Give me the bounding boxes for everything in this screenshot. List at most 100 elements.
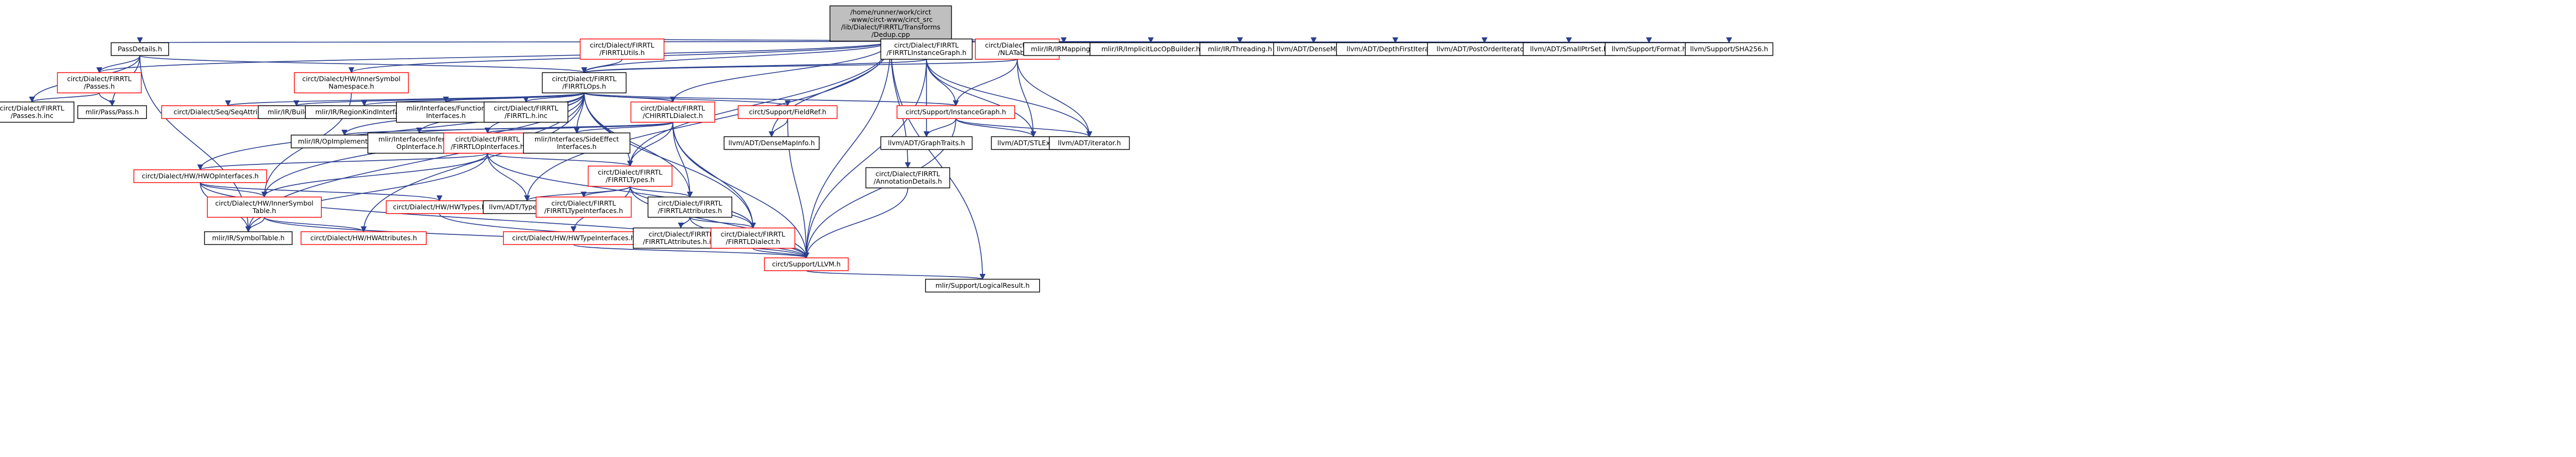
node-label: mlir/IR/IRMapping.h	[1031, 45, 1097, 53]
edge-hwopinterfaces-to-hwinnersymboltable	[200, 182, 268, 198]
node-label: circt/Dialect/FIRRTL	[598, 168, 662, 176]
node-symboltable[interactable]: mlir/IR/SymbolTable.h	[204, 231, 293, 245]
node-instancegraph[interactable]: circt/Support/InstanceGraph.h	[897, 105, 1015, 119]
node-box	[541, 72, 627, 93]
edge-firrtlops-to-firrtlattributes	[584, 92, 693, 198]
node-box	[579, 38, 665, 60]
node-sha256[interactable]: llvm/Support/SHA256.h	[1685, 42, 1773, 56]
node-label: Table.h	[252, 207, 276, 215]
node-label: /FIRRTLOpInterfaces.h	[451, 143, 524, 151]
node-box	[630, 101, 716, 123]
edge-root-to-passes	[96, 41, 891, 74]
node-label: circt/Dialect/FIRRTL	[875, 170, 940, 178]
node-label: circt/Dialect/FIRRTL	[590, 41, 654, 49]
node-firrtlattributes[interactable]: circt/Dialect/FIRRTL/FIRRTLAttributes.h	[647, 196, 733, 218]
node-box	[204, 231, 293, 245]
edge-root-to-densemapinfo	[768, 41, 891, 138]
node-firrtlops[interactable]: circt/Dialect/FIRRTL/FIRRTLOps.h	[541, 72, 627, 93]
node-label: circt/Dialect/FIRRTL	[894, 41, 959, 49]
node-logicalresult[interactable]: mlir/Support/LogicalResult.h	[925, 279, 1040, 293]
node-label: circt/Dialect/FIRRTL	[552, 75, 616, 83]
node-label: llvm/ADT/GraphTraits.h	[888, 139, 965, 147]
node-label: circt/Support/FieldRef.h	[749, 108, 827, 116]
edge-firrtlops-to-firrtldialect	[584, 92, 756, 229]
node-label: mlir/Interfaces/InferType	[379, 135, 460, 143]
edge-root-to-firrtltypes	[627, 41, 891, 167]
node-firrtlopinterfaces[interactable]: circt/Dialect/FIRRTL/FIRRTLOpInterfaces.…	[443, 132, 532, 154]
node-label: circt/Dialect/HW/InnerSymbol	[302, 75, 400, 83]
node-label: Interfaces.h	[426, 112, 466, 120]
node-label: /Passes.h	[84, 82, 115, 90]
edge-nlatable-to-instancegraph	[953, 59, 1018, 107]
node-firrtlhinc[interactable]: circt/Dialect/FIRRTL/FIRRTL.h.inc	[483, 101, 569, 123]
edge-firrtlops-to-functioninterfaces	[443, 92, 585, 103]
node-firrtlinstancegraph[interactable]: circt/Dialect/FIRRTL/FIRRTLInstanceGraph…	[880, 38, 973, 60]
node-label: -www/circt-www/circt_src	[849, 15, 932, 23]
node-hwopinterfaces[interactable]: circt/Dialect/HW/HWOpInterfaces.h	[133, 169, 268, 183]
node-passesinc[interactable]: circt/Dialect/FIRRTL/Passes.h.inc	[0, 101, 75, 123]
node-label: mlir/Interfaces/Function	[406, 104, 485, 112]
node-iterator[interactable]: llvm/ADT/iterator.h	[1049, 136, 1130, 150]
node-passdetails[interactable]: PassDetails.h	[111, 42, 169, 56]
edge-firrtlopinterfaces-to-hwopinterfaces	[197, 153, 488, 171]
node-hwtypes[interactable]: circt/Dialect/HW/HWTypes.h	[386, 200, 493, 214]
node-label: circt/Dialect/HW/HWOpInterfaces.h	[142, 172, 259, 180]
node-label: circt/Dialect/FIRRTL	[493, 104, 558, 112]
node-label: mlir/IR/SymbolTable.h	[212, 234, 285, 242]
node-label: /FIRRTL.h.inc	[505, 112, 547, 120]
edge-instancegraph-to-stlextras	[955, 118, 1036, 138]
edge-firrtlops-to-fieldref	[584, 92, 791, 107]
node-label: /FIRRTLInstanceGraph.h	[886, 49, 967, 57]
node-smallptrset[interactable]: llvm/ADT/SmallPtrSet.h	[1522, 42, 1615, 56]
node-label: /AnnotationDetails.h	[874, 177, 942, 185]
node-firrtltypeinterfaces[interactable]: circt/Dialect/FIRRTL/FIRRTLTypeInterface…	[536, 196, 632, 218]
node-graphtraits[interactable]: llvm/ADT/GraphTraits.h	[880, 136, 973, 150]
node-label: circt/Dialect/FIRRTL	[648, 230, 713, 238]
node-box	[829, 5, 952, 42]
edge-root-to-passdetails	[139, 36, 891, 43]
edge-nlatable-to-stlextras	[1017, 59, 1036, 138]
node-label: mlir/Interfaces/SideEffect	[535, 135, 619, 143]
edge-passdetails-to-passes	[96, 55, 140, 74]
edge-nlatable-to-iterator	[1017, 59, 1093, 138]
node-hwtypeinterfaces[interactable]: circt/Dialect/HW/HWTypeInterfaces.h	[502, 231, 645, 245]
node-mlirpass[interactable]: mlir/Pass/Pass.h	[77, 105, 147, 119]
edge-root-to-llvm	[803, 41, 891, 259]
node-format[interactable]: llvm/Support/Format.h	[1605, 42, 1693, 56]
edge-chirrtldialect-to-firrtlattributes	[672, 122, 693, 198]
node-box	[443, 132, 532, 154]
node-llvm[interactable]: circt/Support/LLVM.h	[764, 257, 849, 271]
edge-firrtlinstancegraph-to-iterator	[926, 59, 1093, 138]
node-label: Namespace.h	[328, 82, 374, 90]
node-chirrtldialect[interactable]: circt/Dialect/FIRRTL/CHIRRTLDialect.h	[630, 101, 716, 123]
node-firrtltypes[interactable]: circt/Dialect/FIRRTL/FIRRTLTypes.h	[587, 166, 673, 187]
edge-firrtlops-to-firrtlhinc	[523, 92, 585, 103]
node-label: circt/Dialect/FIRRTL	[657, 199, 722, 207]
node-label: llvm/ADT/PostOrderIterator.h	[1436, 45, 1533, 53]
node-implicitlocopbuilder[interactable]: mlir/IR/ImplicitLocOpBuilder.h	[1089, 42, 1212, 56]
node-hwattributes[interactable]: circt/Dialect/HW/HWAttributes.h	[301, 231, 427, 245]
node-firrtlutils[interactable]: circt/Dialect/FIRRTL/FIRRTLUtils.h	[579, 38, 665, 60]
node-fieldref[interactable]: circt/Support/FieldRef.h	[737, 105, 838, 119]
edge-firrtlopinterfaces-to-typeswitch	[487, 153, 530, 202]
node-postorderiterator[interactable]: llvm/ADT/PostOrderIterator.h	[1427, 42, 1542, 56]
edge-firrtlops-to-hwattributes	[360, 92, 585, 233]
node-passes[interactable]: circt/Dialect/FIRRTL/Passes.h	[57, 72, 142, 93]
node-densemapinfo[interactable]: llvm/ADT/DenseMapInfo.h	[724, 136, 820, 150]
node-box	[1089, 42, 1212, 56]
node-box	[587, 166, 673, 187]
node-annotationdetails[interactable]: circt/Dialect/FIRRTL/AnnotationDetails.h	[865, 167, 951, 188]
edge-firrtlops-to-instancegraph	[584, 92, 959, 107]
node-root[interactable]: /home/runner/work/circt-www/circt-www/ci…	[829, 5, 952, 42]
edge-root-to-logicalresult	[890, 41, 986, 280]
node-threading[interactable]: mlir/IR/Threading.h	[1199, 42, 1281, 56]
node-firrtldialect[interactable]: circt/Dialect/FIRRTL/FIRRTLDialect.h	[710, 227, 796, 249]
node-label: llvm/Support/Format.h	[1612, 45, 1686, 53]
node-label: OpInterface.h	[396, 143, 442, 151]
node-label: /CHIRRTLDialect.h	[643, 112, 703, 120]
edge-root-to-chirrtldialect	[670, 41, 891, 103]
